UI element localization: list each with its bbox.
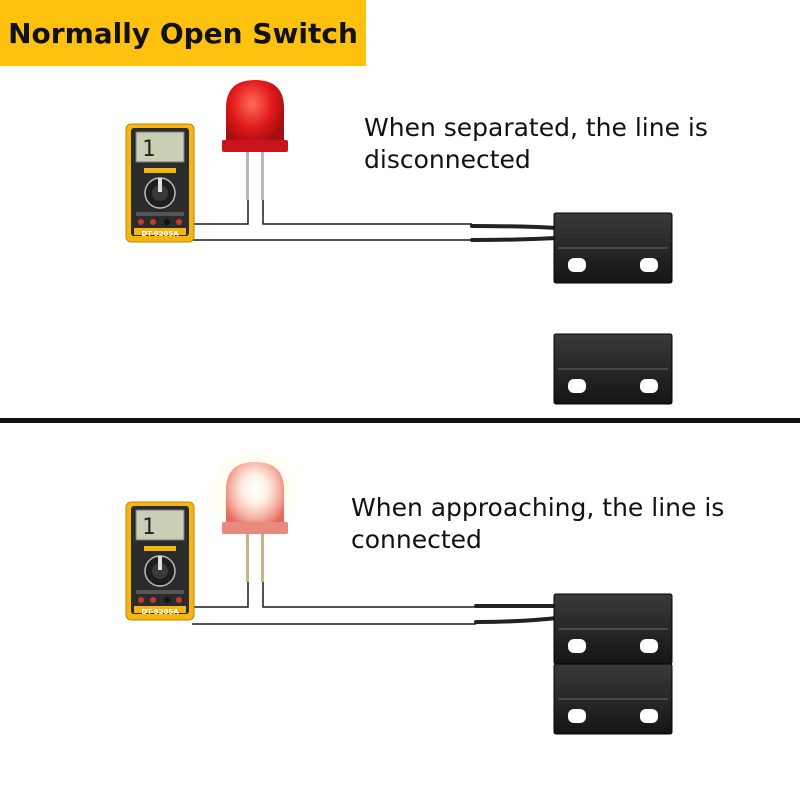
caption-separated: When separated, the line is disconnected	[364, 112, 708, 176]
section-divider	[0, 418, 800, 423]
sensor-cable-bottom	[474, 603, 559, 624]
reed-switch-bottom	[553, 593, 673, 665]
led-off	[222, 80, 288, 200]
caption-approaching-line-2: connected	[351, 525, 482, 554]
page-title: Normally Open Switch	[8, 16, 358, 50]
meter-model-top: DT-9205A	[141, 230, 179, 238]
wires-top	[192, 145, 472, 241]
caption-approaching: When approaching, the line is connected	[351, 492, 724, 556]
sensor-cable-top	[470, 224, 559, 242]
multimeter-top	[125, 123, 195, 243]
caption-separated-line-1: When separated, the line is	[364, 113, 708, 142]
led-lit	[207, 447, 303, 582]
magnet-top	[553, 333, 673, 405]
title-banner: Normally Open Switch	[0, 0, 366, 66]
multimeter-bottom	[125, 501, 195, 621]
caption-separated-line-2: disconnected	[364, 145, 531, 174]
meter-model-bottom: DT-9205A	[141, 608, 179, 616]
wires-bottom	[192, 532, 476, 625]
reed-switch-top	[553, 212, 673, 284]
magnet-bottom	[553, 663, 673, 735]
caption-approaching-line-1: When approaching, the line is	[351, 493, 725, 522]
